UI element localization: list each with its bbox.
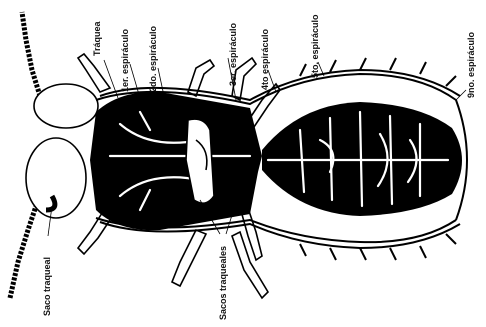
label-espiraculo-9: 9no. espiráculo [466,31,476,98]
label-traquea: Tráquea [92,20,102,56]
thorax [90,92,262,230]
abdomen [262,102,462,216]
label-espiraculo-2: 2do. espiráculo [148,25,158,92]
head-sacs [26,84,98,218]
label-espiraculo-3: 3er. espiráculo [228,22,238,86]
label-espiraculo-1: 1er. espiráculo [120,28,130,92]
label-espiraculo-5: 5to. espiráculo [310,14,320,78]
label-espiraculo-4: 4to espiráculo [260,28,270,90]
antenna-top [22,12,40,96]
label-saco-traqueal: Saco traqueal [42,257,52,316]
antenna-bottom [10,200,38,298]
label-sacos-traqueales: Sacos traqueales [218,246,228,320]
